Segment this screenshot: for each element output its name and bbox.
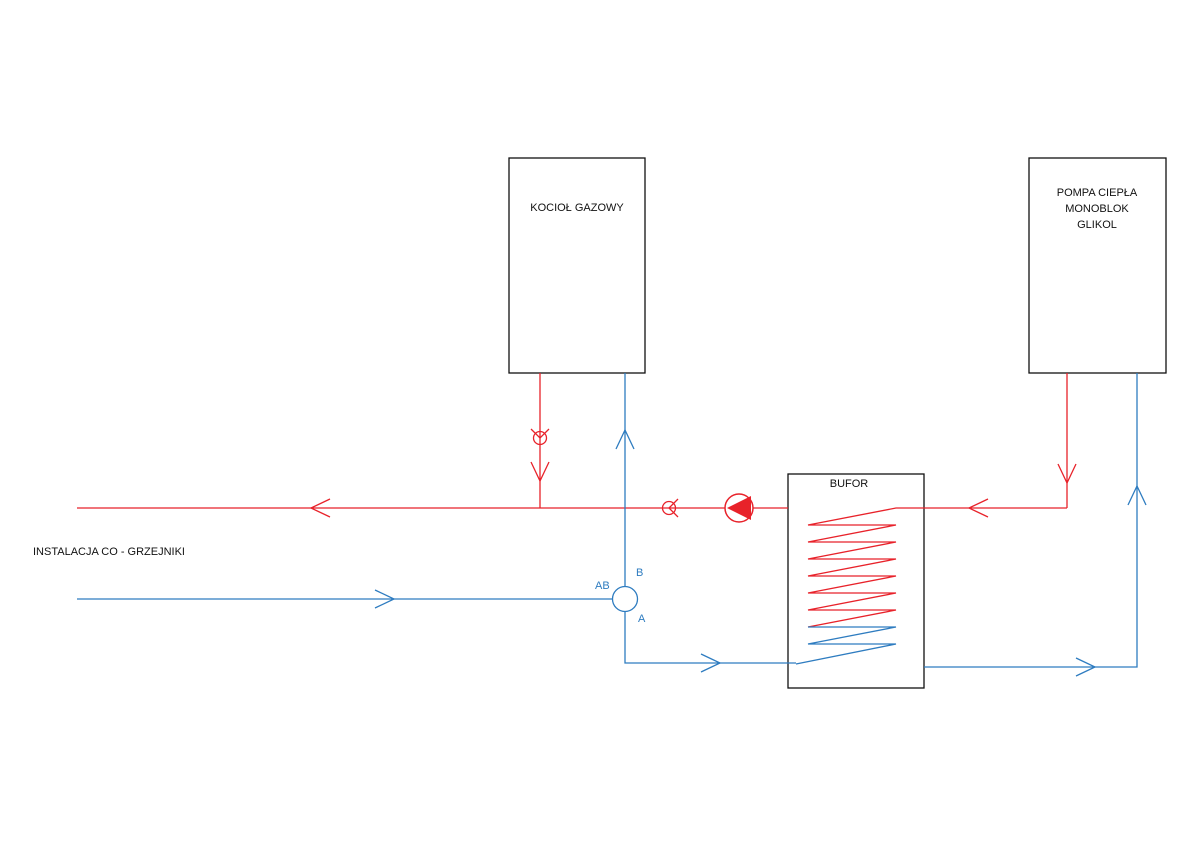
heat-pump: POMPA CIEPŁA MONOBLOK GLIKOL <box>1028 157 1167 374</box>
arrow-left-icon <box>309 498 331 518</box>
valve-port-b: B <box>636 567 643 579</box>
heat-pump-label-line-2: MONOBLOK <box>1065 203 1129 215</box>
arrow-up-icon <box>1127 484 1147 506</box>
buffer-label: BUFOR <box>830 478 869 490</box>
boiler-label: KOCIOŁ GAZOWY <box>530 202 624 214</box>
gas-boiler: KOCIOŁ GAZOWY <box>508 157 646 374</box>
buffer-tank: BUFOR <box>787 473 925 689</box>
heat-pump-label-line-3: GLIKOL <box>1077 219 1117 231</box>
installation-label: INSTALACJA CO - GRZEJNIKI <box>33 546 185 558</box>
circulation-pump-icon <box>724 493 754 523</box>
valve-port-a: A <box>638 613 646 625</box>
check-valve-icon <box>661 498 679 518</box>
arrow-left-icon <box>967 498 989 518</box>
arrow-up-icon <box>615 428 635 450</box>
arrow-down-icon <box>1057 463 1077 485</box>
arrow-right-icon <box>374 589 396 609</box>
three-way-valve-icon <box>611 585 639 613</box>
arrow-right-icon <box>1075 657 1097 677</box>
check-valve-icon <box>530 428 550 446</box>
heat-pump-return-line <box>924 373 1138 668</box>
heat-pump-label-line-1: POMPA CIEPŁA <box>1057 187 1138 199</box>
arrow-down-icon <box>530 461 550 483</box>
arrow-right-icon <box>700 653 722 673</box>
return-lines <box>77 373 1147 677</box>
heat-exchanger-coil-icon <box>795 507 924 665</box>
valve-port-ab: AB <box>595 580 610 592</box>
buffer-return-line <box>624 612 796 664</box>
supply-lines <box>77 373 1077 518</box>
